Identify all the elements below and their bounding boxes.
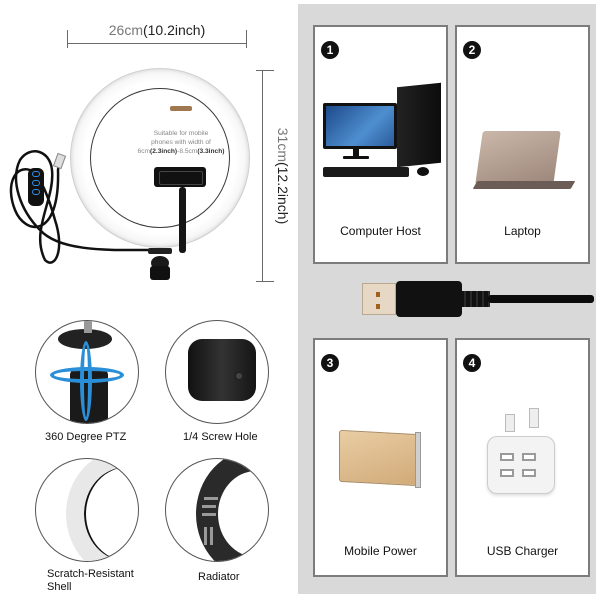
feature-label-screw-hole: 1/4 Screw Hole	[183, 431, 258, 443]
ring-light-image: Suitable for mobile phones with width of…	[70, 68, 250, 253]
screw-hole-icon	[234, 371, 244, 381]
device-card-mobile-power: 3 Mobile Power	[313, 338, 448, 577]
number-badge: 3	[321, 354, 339, 372]
height-inch: (12.2inch)	[275, 161, 291, 225]
card-label: USB Charger	[486, 544, 559, 558]
card-label: Mobile Power	[344, 544, 417, 558]
number-badge: 1	[321, 41, 339, 59]
usb-cable-icon	[9, 150, 151, 264]
number-badge: 4	[463, 354, 481, 372]
height-dimension-line	[262, 70, 263, 282]
note-line-3: 6cm(2.3inch)-8.5cm(3.3inch)	[137, 148, 225, 155]
ring-shell-icon	[66, 459, 138, 561]
width-tick-right	[246, 30, 247, 48]
feature-screw-hole-image	[165, 320, 269, 424]
width-cm: 26cm	[108, 22, 143, 38]
feature-label-shell: Scratch-Resistant Shell	[47, 568, 134, 593]
width-inch: (10.2inch)	[142, 22, 206, 38]
device-card-computer: 1 Computer Host	[313, 25, 448, 264]
width-dimension-label: 26cm(10.2inch)	[67, 22, 247, 38]
feature-radiator-image	[165, 458, 269, 562]
phone-width-note: Suitable for mobile phones with width of…	[121, 129, 241, 156]
device-card-laptop: 2 Laptop	[455, 25, 590, 264]
width-dimension-line	[67, 43, 247, 44]
feature-label-ptz: 360 Degree PTZ	[45, 431, 127, 443]
note-line-2: phones with width of	[151, 139, 211, 146]
height-dimension-label: 31cm(12.2inch)	[275, 128, 291, 225]
width-tick-left	[67, 30, 68, 48]
height-cm: 31cm	[275, 127, 291, 162]
card-label: Laptop	[504, 224, 541, 238]
note-line-1: Suitable for mobile	[153, 130, 209, 137]
number-badge: 2	[463, 41, 481, 59]
device-card-usb-charger: 4 USB Charger	[455, 338, 590, 577]
height-tick-top	[256, 70, 274, 71]
feature-label-radiator: Radiator	[198, 571, 240, 583]
phone-holder-icon	[154, 167, 206, 187]
card-label: Computer Host	[340, 224, 421, 238]
feature-ptz-image	[35, 320, 139, 424]
radiator-vents-icon	[196, 459, 268, 561]
feature-shell-image	[35, 458, 139, 562]
rotation-arrow-icon	[50, 367, 124, 383]
ball-head-mount-icon	[148, 248, 172, 282]
gooseneck-icon	[179, 187, 186, 253]
height-tick-bottom	[256, 281, 274, 282]
inline-controller-icon	[28, 168, 44, 206]
